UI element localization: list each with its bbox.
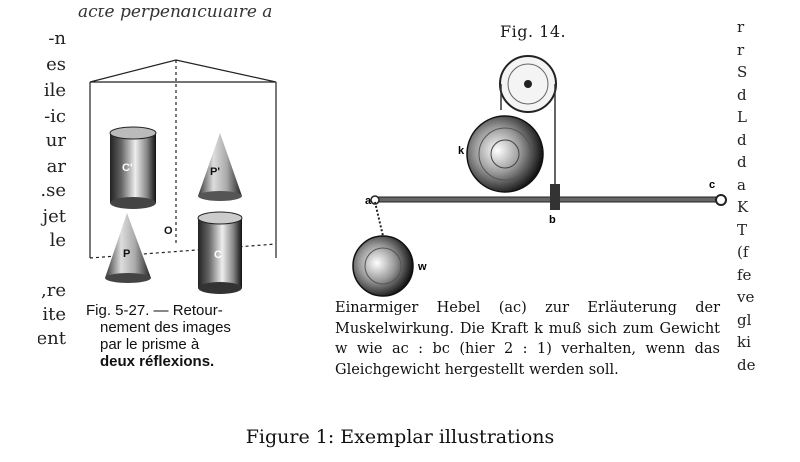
label-p-prime: P'	[210, 166, 220, 178]
left-margin-fragment: ent	[38, 328, 66, 349]
left-scan-panel: acte perpendiculaire à n-es ile ic-ur ar se.…	[38, 8, 300, 400]
right-margin-fragment: T	[737, 220, 748, 239]
label-c-lever: c	[709, 179, 715, 191]
left-caption-line1: Retour-	[172, 302, 223, 319]
left-caption-line2: nement des images	[100, 319, 231, 336]
lever-figure: a b c k w	[352, 55, 727, 297]
left-margin-fragment: n-	[48, 28, 66, 49]
right-margin-fragment: gl	[737, 310, 752, 329]
cylinder-c	[197, 211, 243, 294]
left-caption-line3: par le prisme à	[100, 336, 200, 353]
right-margin-fragment: ve	[737, 288, 755, 306]
right-margin-fragment: a	[737, 175, 746, 194]
right-scan-panel: Fig. 14.	[325, 8, 755, 400]
pulley	[499, 55, 557, 113]
left-margin-fragment: ar	[46, 156, 66, 177]
right-margin-fragment: de	[737, 355, 755, 374]
left-margin-fragment: ur	[45, 130, 66, 151]
left-margin-fragment: jet	[42, 206, 66, 227]
left-margin-fragment: le	[49, 230, 66, 251]
prism-figure: C' P' O P C	[89, 59, 277, 294]
left-caption-line4: deux réflexions.	[100, 353, 215, 370]
label-p: P	[123, 248, 130, 260]
figure-caption: Figure 1: Exemplar illustrations	[245, 426, 555, 448]
left-margin-fragment: se.	[40, 180, 66, 201]
right-margin-fragment: S	[737, 63, 748, 81]
label-c-prime: C'	[122, 162, 133, 174]
right-margin-fragment: (f	[737, 243, 749, 261]
left-top-cut-text: acte perpendiculaire à	[78, 8, 273, 22]
cylinder-c-prime	[109, 126, 157, 209]
right-margin-fragment: d	[737, 85, 747, 104]
left-margin-fragment: ic-	[44, 106, 66, 127]
left-margin-fragment: ile	[43, 80, 66, 101]
right-margin-fragment: ki	[737, 333, 751, 351]
right-margin-fragment: r	[737, 18, 745, 36]
chain	[374, 201, 384, 237]
right-margin-fragment: L	[737, 108, 747, 126]
left-margin-fragment: es	[46, 54, 66, 75]
right-figure-title: Fig. 14.	[500, 22, 567, 41]
right-margin-fragment: d	[737, 130, 747, 149]
label-b: b	[549, 214, 556, 226]
left-figure-caption: Fig. 5-27. — Retour- nement des images p…	[86, 302, 268, 370]
left-caption-figure-number: Fig. 5-27. —	[86, 302, 169, 319]
weight-w	[352, 235, 414, 297]
label-k: k	[458, 145, 465, 157]
lever-bar	[370, 184, 727, 210]
right-figure-caption: Einarmiger Hebel (ac) zur Erläuterung de…	[335, 300, 720, 378]
cone-p-prime	[198, 133, 242, 201]
label-w: w	[417, 261, 427, 273]
label-a: a	[365, 195, 372, 207]
right-margin-fragment: r	[737, 40, 745, 59]
right-margin-fragment: fe	[737, 265, 752, 284]
right-margin-fragment: d	[737, 153, 747, 171]
weight-k	[466, 115, 544, 193]
left-margin-fragment: re,	[41, 280, 66, 301]
cone-p	[105, 213, 151, 283]
label-o: O	[164, 225, 173, 237]
left-margin-fragment: ite	[42, 304, 66, 325]
right-margin-fragment: K	[737, 198, 749, 216]
label-c: C	[214, 249, 222, 261]
